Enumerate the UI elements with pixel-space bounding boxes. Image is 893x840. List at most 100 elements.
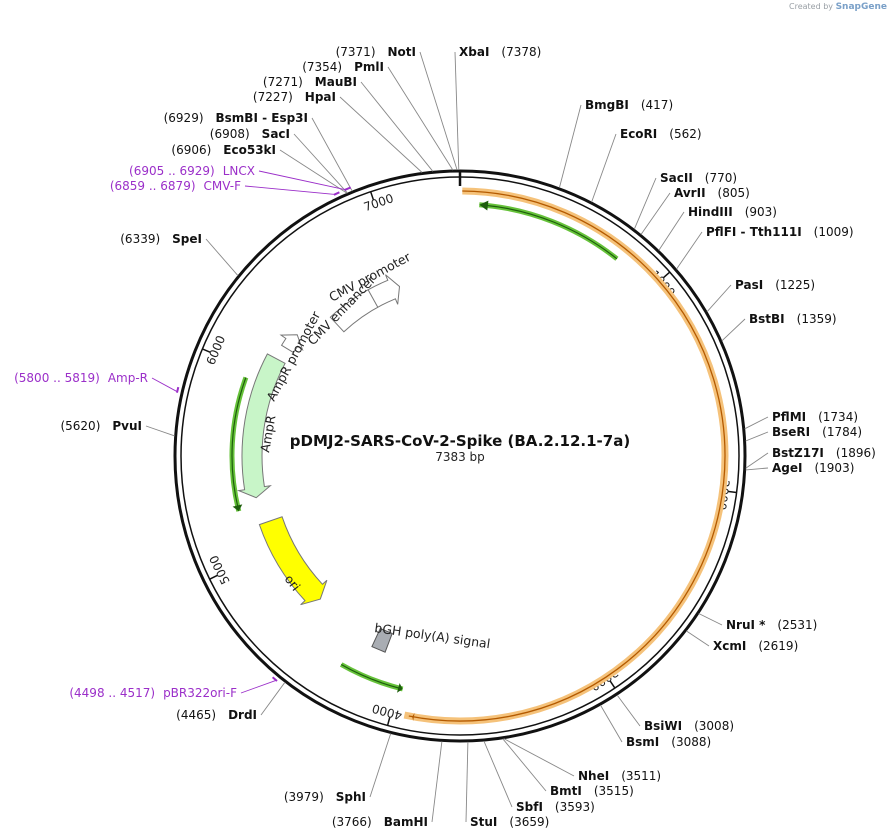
enzyme-leader bbox=[616, 694, 641, 727]
enzyme-name: BstZ17I bbox=[772, 446, 824, 460]
primer-name: LNCX bbox=[223, 164, 255, 178]
primer-site[interactable]: (5800 .. 5819) Amp-R bbox=[14, 371, 148, 385]
enzyme-leader bbox=[558, 104, 582, 188]
primer-site[interactable]: (6905 .. 6929) LNCX bbox=[129, 164, 255, 178]
enzyme-site[interactable]: SbfI(3593) bbox=[516, 800, 595, 814]
enzyme-site[interactable]: (6929)BsmBI - Esp3I bbox=[164, 111, 308, 125]
enzyme-site[interactable]: (7354) PmlI bbox=[302, 60, 384, 74]
enzyme-site[interactable]: PasI (1225) bbox=[735, 278, 815, 292]
enzyme-site[interactable]: BstBI(1359) bbox=[749, 312, 837, 326]
primer-leader bbox=[244, 185, 335, 195]
enzyme-site[interactable]: (6906) Eco53kI bbox=[171, 143, 276, 157]
enzyme-name: NruI * bbox=[726, 618, 766, 632]
enzyme-name: SphI bbox=[336, 790, 366, 804]
primer-range: (6905 .. 6929) bbox=[129, 164, 215, 178]
enzyme-position: (7378) bbox=[501, 45, 541, 59]
enzyme-leader bbox=[698, 613, 723, 626]
enzyme-leader bbox=[339, 96, 423, 173]
enzyme-leader bbox=[745, 452, 769, 469]
tick-mark-3000 bbox=[609, 680, 616, 689]
enzyme-site[interactable]: (3979)SphI bbox=[284, 790, 366, 804]
enzyme-position: (7354) bbox=[302, 60, 342, 74]
enzyme-leader bbox=[279, 149, 348, 194]
tick-mark-1000 bbox=[662, 271, 671, 279]
enzyme-leader bbox=[745, 431, 769, 442]
enzyme-site[interactable]: StuI(3659) bbox=[470, 815, 549, 829]
tick-mark-7000 bbox=[369, 191, 375, 201]
enzyme-name: BstBI bbox=[749, 312, 785, 326]
enzyme-site[interactable]: EcoRI(562) bbox=[620, 127, 702, 141]
primer-range: (5800 .. 5819) bbox=[14, 371, 100, 385]
enzyme-leader bbox=[293, 133, 348, 194]
enzyme-site[interactable]: HindIII (903) bbox=[688, 205, 777, 219]
enzyme-site[interactable]: BsiWI(3008) bbox=[644, 719, 734, 733]
primer-name: Amp-R bbox=[108, 371, 148, 385]
enzyme-leader bbox=[633, 177, 657, 230]
enzyme-position: (3515) bbox=[594, 784, 634, 798]
tick-mark-5000 bbox=[209, 574, 219, 580]
enzyme-site[interactable]: XbaI(7378) bbox=[459, 45, 541, 59]
enzyme-site[interactable]: BmtI(3515) bbox=[550, 784, 634, 798]
primer-leader bbox=[151, 377, 178, 393]
enzyme-name: Eco53kI bbox=[223, 143, 276, 157]
primer-site[interactable]: (6859 .. 6879)CMV-F bbox=[110, 179, 241, 193]
enzyme-site[interactable]: (3766)BamHI bbox=[332, 815, 428, 829]
primer-mark bbox=[343, 186, 352, 192]
enzyme-site[interactable]: PflFI - Tth111I(1009) bbox=[706, 225, 854, 239]
enzyme-site[interactable]: PflMI(1734) bbox=[772, 410, 858, 424]
enzyme-name: XcmI bbox=[713, 639, 746, 653]
enzyme-leader bbox=[745, 467, 769, 471]
enzyme-leader bbox=[260, 681, 286, 716]
enzyme-name: HindIII bbox=[688, 205, 733, 219]
enzyme-position: (903) bbox=[745, 205, 777, 219]
enzyme-name: BamHI bbox=[384, 815, 428, 829]
enzyme-labels: (7371)NotI XbaI(7378) (7354) PmlI(7271)MauB… bbox=[60, 45, 875, 829]
enzyme-site[interactable]: XcmI(2619) bbox=[713, 639, 798, 653]
enzyme-site[interactable]: (5620)PvuI bbox=[60, 419, 142, 433]
enzyme-site[interactable]: BseRI(1784) bbox=[772, 425, 862, 439]
enzyme-leader bbox=[744, 416, 769, 430]
enzyme-name: SbfI bbox=[516, 800, 543, 814]
enzyme-leader bbox=[419, 51, 458, 171]
tick-mark-6000 bbox=[202, 348, 211, 354]
enzyme-site[interactable]: BmgBI(417) bbox=[585, 98, 673, 112]
enzyme-site[interactable]: BsmI(3088) bbox=[626, 735, 711, 749]
enzyme-site[interactable]: AgeI (1903) bbox=[772, 461, 854, 475]
enzyme-name: PasI bbox=[735, 278, 763, 292]
enzyme-site[interactable]: (6908)SacI bbox=[210, 127, 290, 141]
enzyme-name: AvrII bbox=[674, 186, 706, 200]
enzyme-site[interactable]: NheI(3511) bbox=[578, 769, 661, 783]
primer-marks bbox=[151, 170, 352, 694]
enzyme-position: (6906) bbox=[171, 143, 211, 157]
enzyme-site[interactable]: (4465)DrdI bbox=[176, 708, 257, 722]
orf-arrow-bottom-line bbox=[340, 663, 399, 689]
enzyme-leader bbox=[483, 740, 513, 808]
enzyme-name: AgeI bbox=[772, 461, 802, 475]
enzyme-site[interactable]: (7227)HpaI bbox=[253, 90, 336, 104]
enzyme-site[interactable]: NruI *(2531) bbox=[726, 618, 817, 632]
orf-arrow-left-line bbox=[231, 377, 247, 508]
orf-arrow-left-head bbox=[232, 504, 243, 512]
enzyme-position: (1903) bbox=[814, 461, 854, 475]
enzyme-position: (1225) bbox=[775, 278, 815, 292]
primer-site[interactable]: (4498 .. 4517)pBR322ori-F bbox=[69, 686, 237, 700]
cmv-divider bbox=[367, 289, 379, 308]
enzyme-site[interactable]: (6339)SpeI bbox=[120, 232, 202, 246]
plasmid-title: pDMJ2-SARS-CoV-2-Spike (BA.2.12.1-7a) bbox=[290, 432, 630, 450]
enzyme-site[interactable]: BstZ17I(1896) bbox=[772, 446, 876, 460]
enzyme-name: SpeI bbox=[172, 232, 202, 246]
bgh-polya-box bbox=[371, 627, 393, 653]
enzyme-position: (3088) bbox=[671, 735, 711, 749]
primer-labels: (6905 .. 6929) LNCX(6859 .. 6879)CMV-F (58… bbox=[14, 164, 255, 700]
enzyme-leader bbox=[360, 81, 434, 172]
enzyme-site[interactable]: (7271)MauBI bbox=[263, 75, 357, 89]
enzyme-position: (5620) bbox=[60, 419, 100, 433]
enzyme-site[interactable]: SacII(770) bbox=[660, 171, 737, 185]
enzyme-name: BmgBI bbox=[585, 98, 629, 112]
tick-label-7000: 7000 bbox=[362, 191, 395, 214]
enzyme-name: PmlI bbox=[354, 60, 384, 74]
enzyme-site[interactable]: AvrII(805) bbox=[674, 186, 750, 200]
enzyme-site[interactable]: (7371)NotI bbox=[336, 45, 416, 59]
enzyme-name: NheI bbox=[578, 769, 609, 783]
enzyme-leader bbox=[686, 630, 710, 647]
